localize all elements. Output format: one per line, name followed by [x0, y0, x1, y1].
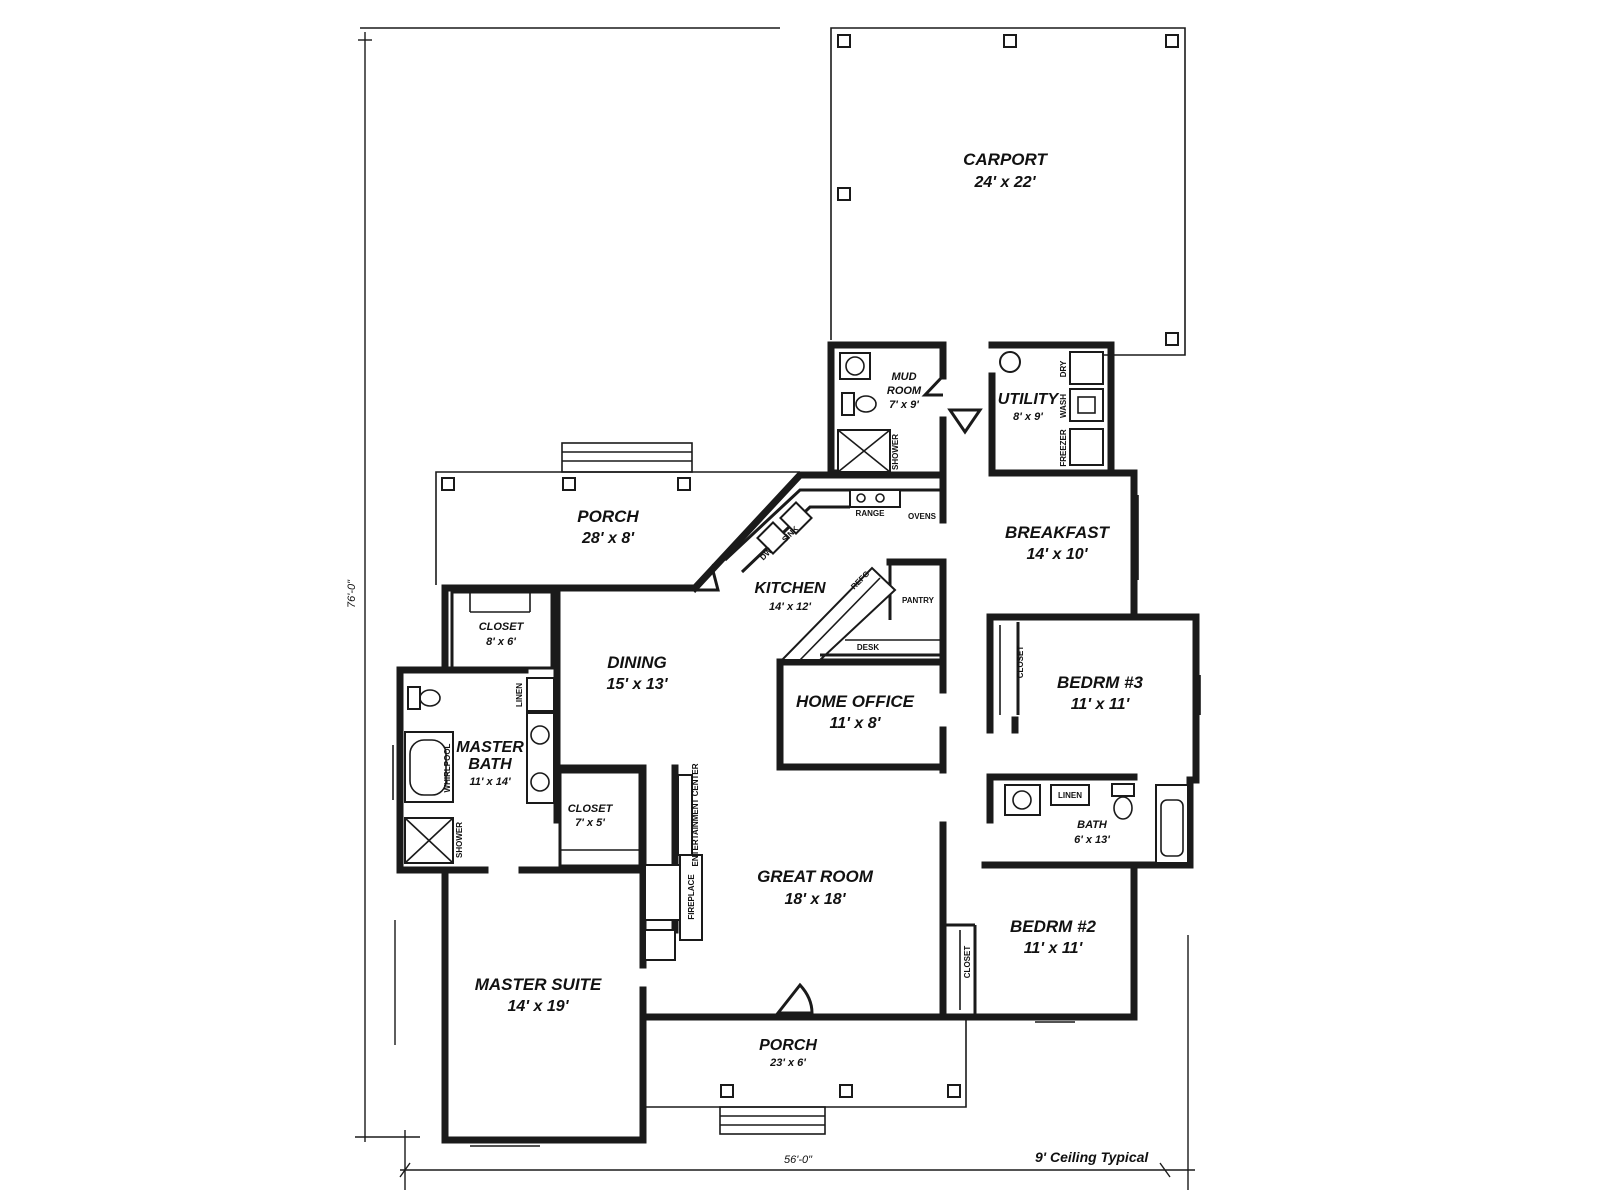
room-name-closet-lower: CLOSET [568, 803, 614, 815]
door-swings [692, 374, 983, 1015]
carport-post [837, 34, 851, 48]
bedroom3-closet [999, 622, 1020, 715]
room-size-bath: 6' x 13' [1074, 834, 1110, 846]
rear-porch-steps [561, 442, 693, 473]
exterior-walls [396, 341, 1200, 1144]
entertainment-fireplace [644, 774, 703, 961]
room-size-breakfast: 14' x 10' [1027, 546, 1089, 563]
carport-post [1165, 34, 1179, 48]
room-name-closet-upper: CLOSET [479, 621, 525, 633]
room-name-porch-rear: PORCH [577, 507, 639, 526]
room-name-mud-room-2: ROOM [887, 385, 922, 397]
porch-post [562, 477, 576, 491]
room-size-great-room: 18' x 18' [785, 891, 847, 908]
rear-porch-outline [435, 442, 800, 585]
room-name-bath: BATH [1077, 819, 1108, 831]
closet-label-bedroom2: CLOSET [963, 946, 972, 979]
master-closet-lower [558, 770, 642, 868]
dimension-lines [355, 27, 1195, 1190]
master-bath-fixtures [404, 590, 555, 864]
fixture-label-fireplace: FIREPLACE [687, 874, 696, 920]
porch-post [720, 1084, 734, 1098]
fixture-label-pantry: PANTRY [902, 596, 935, 605]
room-name-mud-room-1: MUD [891, 371, 916, 383]
fixture-label-whirlpool: WHIRLPOOL [443, 743, 452, 792]
room-size-closet-upper: 8' x 6' [486, 636, 516, 648]
room-size-mud-room: 7' x 9' [889, 399, 919, 411]
front-porch-steps [719, 1106, 826, 1135]
ceiling-note: 9' Ceiling Typical [1035, 1149, 1149, 1165]
fixture-label-freezer: FREEZER [1059, 429, 1068, 467]
fixture-label-range: RANGE [856, 509, 886, 518]
width-dimension: 56'-0" [784, 1154, 813, 1166]
room-name-dining: DINING [607, 653, 667, 672]
room-name-carport: CARPORT [963, 150, 1048, 169]
mud-room-fixtures [837, 352, 891, 473]
room-name-bedroom3: BEDRM #3 [1057, 673, 1144, 692]
fixture-label-ovens: OVENS [908, 512, 937, 521]
fixture-label-shower-master: SHOWER [455, 822, 464, 858]
room-size-bedroom3: 11' x 11' [1071, 696, 1131, 713]
room-name-master-suite: MASTER SUITE [475, 975, 602, 994]
room-size-bedroom2: 11' x 11' [1024, 940, 1084, 957]
porch-post [839, 1084, 853, 1098]
fixture-label-dry: DRY [1059, 360, 1068, 377]
depth-dimension: 76'-0" [346, 579, 358, 608]
room-name-breakfast: BREAKFAST [1005, 523, 1111, 542]
fixture-label-wash: WASH [1059, 394, 1068, 418]
room-size-utility: 8' x 9' [1013, 411, 1043, 423]
closet-label-bedroom3: CLOSET [1016, 646, 1025, 679]
carport-post [1003, 34, 1017, 48]
room-name-porch-front: PORCH [759, 1037, 817, 1054]
fixture-label-entertainment: ENTERTAINMENT CENTER [691, 763, 700, 866]
room-size-porch-rear: 28' x 8' [581, 530, 635, 547]
room-size-master-bath: 11' x 14' [469, 776, 511, 788]
utility-fixtures [999, 351, 1104, 466]
room-size-kitchen: 14' x 12' [769, 601, 811, 613]
fixture-label-linen-master: LINEN [515, 683, 524, 707]
room-name-home-office: HOME OFFICE [796, 692, 915, 711]
room-name-bedroom2: BEDRM #2 [1010, 917, 1097, 936]
kitchen-counters [723, 488, 943, 661]
carport-outline [830, 27, 1186, 356]
bath-fixtures [1004, 783, 1189, 864]
fixture-label-desk: DESK [857, 643, 879, 652]
room-size-porch-front: 23' x 6' [769, 1057, 806, 1069]
fixture-label-shower: SHOWER [891, 434, 900, 470]
windows [392, 495, 1201, 1147]
porch-post [947, 1084, 961, 1098]
carport-post [837, 187, 851, 201]
room-size-closet-lower: 7' x 5' [575, 817, 605, 829]
porch-post [677, 477, 691, 491]
room-name-great-room: GREAT ROOM [757, 867, 874, 886]
room-size-master-suite: 14' x 19' [508, 998, 570, 1015]
room-name-master-bath-2: BATH [468, 756, 512, 773]
carport-post [1165, 332, 1179, 346]
room-name-utility: UTILITY [998, 391, 1060, 408]
front-porch-outline [642, 1016, 967, 1135]
porch-post [441, 477, 455, 491]
room-size-home-office: 11' x 8' [830, 715, 882, 732]
room-size-dining: 15' x 13' [607, 676, 669, 693]
room-name-master-bath-1: MASTER [456, 739, 524, 756]
fixture-label-linen-bath: LINEN [1058, 791, 1082, 800]
room-name-kitchen: KITCHEN [754, 580, 826, 597]
room-size-carport: 24' x 22' [974, 174, 1037, 191]
interior-walls [441, 372, 1138, 1021]
